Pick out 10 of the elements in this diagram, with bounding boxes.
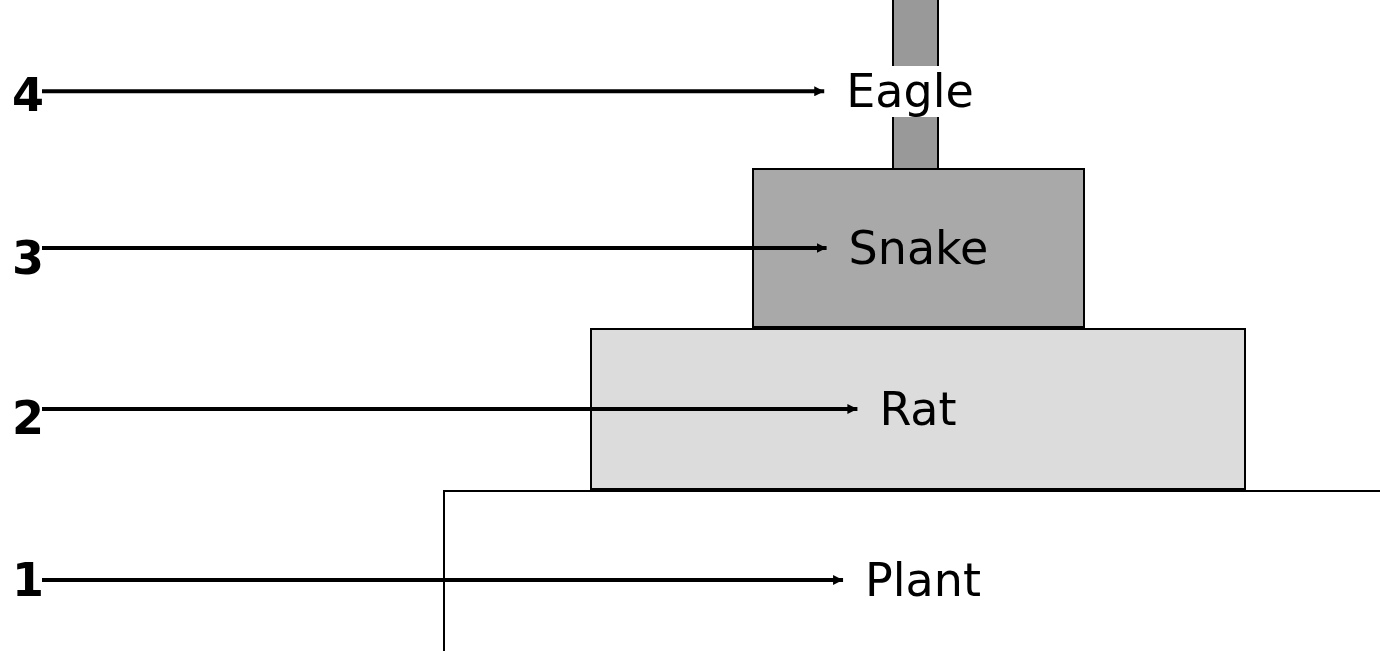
arrow: [42, 404, 858, 414]
organism-name: Rat: [878, 383, 958, 435]
organism-name: Snake: [847, 222, 990, 274]
level-number: 3: [12, 231, 44, 285]
arrow: [42, 575, 844, 585]
level-number: 2: [12, 391, 44, 445]
organism-name: Plant: [864, 554, 982, 606]
level-number: 4: [12, 68, 44, 122]
arrow: [42, 243, 827, 253]
level-number: 1: [12, 553, 44, 607]
